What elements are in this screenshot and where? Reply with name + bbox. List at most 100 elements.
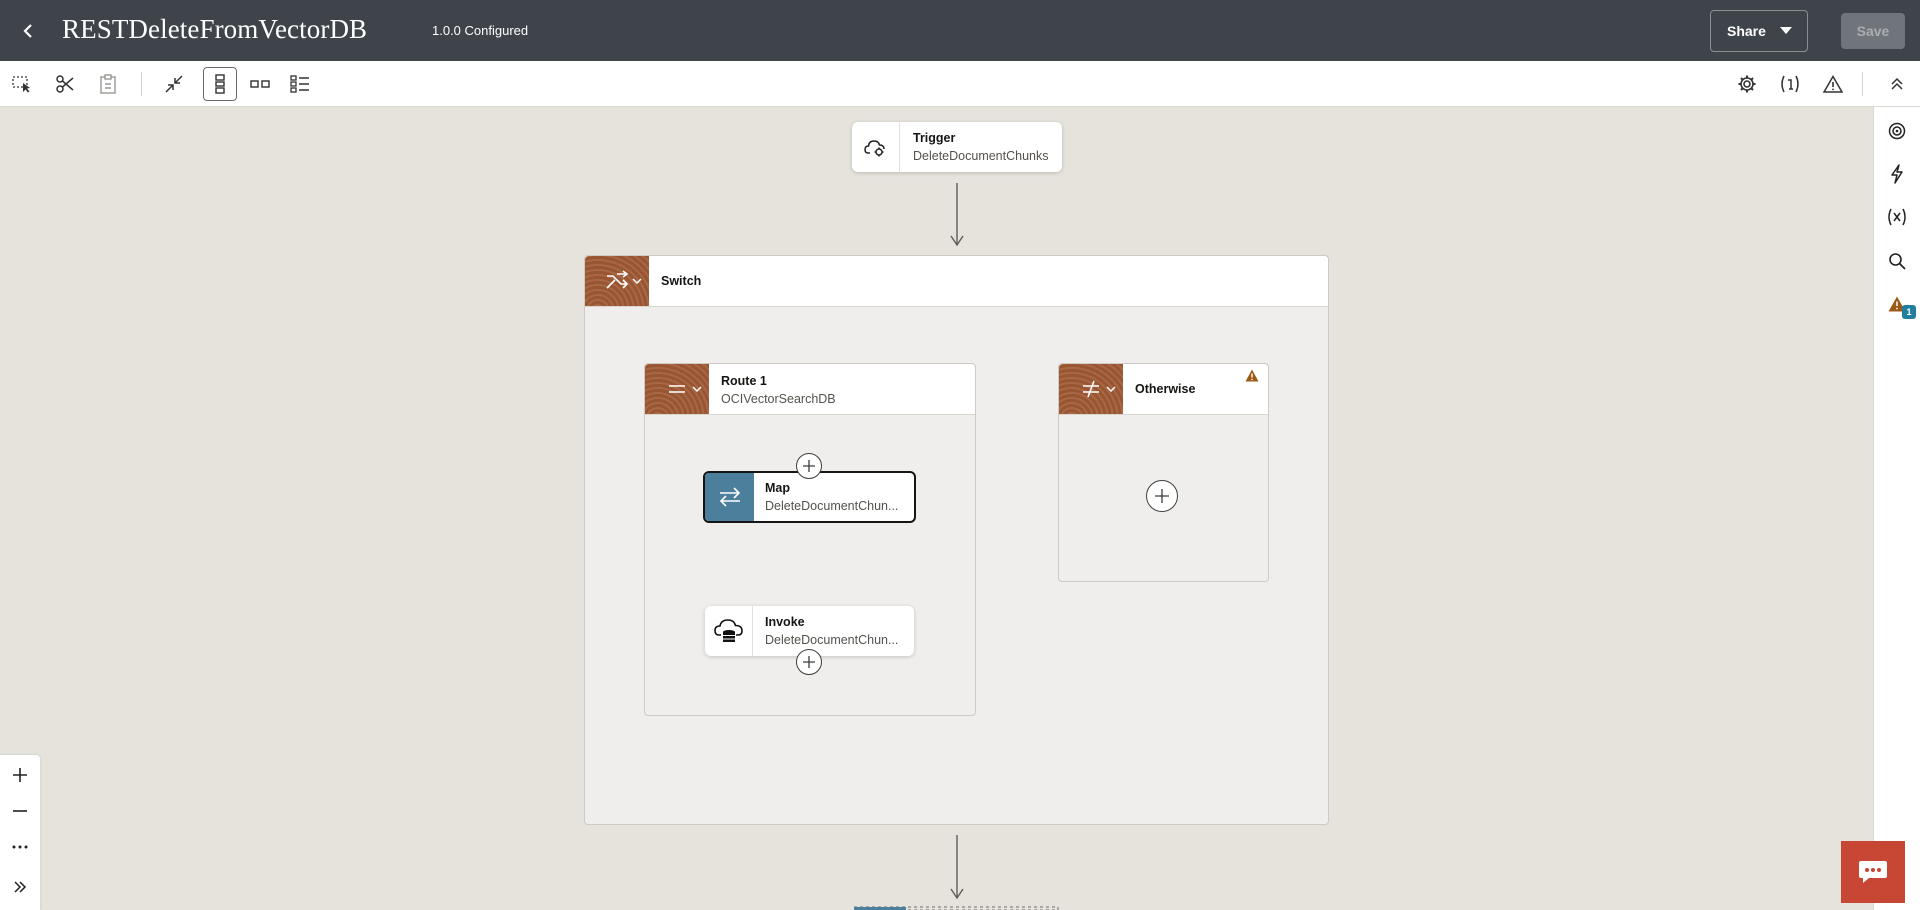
switch-menu-toggle[interactable] [629,274,645,288]
cloud-database-icon [713,619,743,642]
toolbar-divider [1862,72,1863,96]
expand-panel-button[interactable] [4,871,36,903]
otherwise-header: Otherwise [1059,364,1268,415]
trigger-title: Trigger [913,131,956,145]
errors-icon [1888,296,1906,312]
trigger-icon-cell [852,122,900,172]
otherwise-title: Otherwise [1135,382,1196,396]
version-status: 1.0.0 Configured [432,23,529,38]
double-chevron-right-icon [14,881,27,893]
vertical-layout-icon [215,74,225,94]
rail-search-button[interactable] [1880,244,1914,278]
pseudo-view-icon [290,75,309,93]
settings-button[interactable] [1730,67,1764,101]
rail-variables-button[interactable] [1880,200,1914,234]
chevron-down-icon[interactable] [636,256,637,257]
switch-icon-tile[interactable] [585,256,649,306]
target-icon [1888,122,1906,140]
zoom-in-button[interactable] [4,759,36,791]
plus-icon [803,460,815,472]
cut-button[interactable] [48,67,82,101]
collapse-header-button[interactable] [1880,67,1914,101]
route1-subtitle: OCIVectorSearchDB [721,392,836,406]
otherwise-icon-tile[interactable] [1059,364,1123,414]
switch-icon [606,270,629,289]
collapse-button[interactable] [157,67,191,101]
equals-icon [669,385,685,393]
route1-title: Route 1 [721,374,767,388]
more-icon [12,845,28,849]
route1-header: Route 1 OCIVectorSearchDB [645,364,975,415]
share-label: Share [1727,23,1766,39]
chevron-down-icon [1106,386,1116,392]
rail-errors-button[interactable]: 1 [1880,287,1916,321]
share-button[interactable]: Share [1710,10,1808,52]
zoom-out-button[interactable] [4,795,36,827]
not-equal-icon [1083,380,1099,398]
pseudo-view-button[interactable] [283,67,317,101]
map-subtitle: DeleteDocumentChun... [765,499,899,513]
plus-icon [13,768,27,782]
switch-title: Switch [661,274,702,288]
variables-button[interactable] [1773,67,1807,101]
collapse-up-icon [1891,77,1903,90]
app-header: RESTDeleteFromVectorDB 1.0.0 Configured … [0,0,1920,61]
select-icon [12,76,30,93]
add-action-button[interactable] [796,453,822,479]
otherwise-menu-toggle[interactable] [1103,382,1119,396]
error-count-badge: 1 [1902,305,1916,319]
chat-button[interactable] [1841,841,1905,903]
route1-icon-tile[interactable] [645,364,709,414]
back-button[interactable] [14,16,44,46]
lightning-icon [1891,164,1903,184]
map-arrows-icon [719,487,740,507]
right-rail: 1 [1873,107,1920,910]
map-icon-cell [705,473,754,521]
cut-icon [56,75,74,93]
plus-icon [1155,489,1169,503]
chevron-down-icon [692,386,702,392]
chevron-left-icon [23,24,32,38]
add-action-button[interactable] [1146,480,1178,512]
route1-menu-toggle[interactable] [689,382,705,396]
horizontal-layout-button[interactable] [243,67,277,101]
trigger-subtitle: DeleteDocumentChunks [913,149,1049,163]
variables-icon [1888,208,1906,226]
add-action-button[interactable] [796,649,822,675]
paste-button[interactable] [91,67,125,101]
plus-icon [803,656,815,668]
save-button[interactable]: Save [1841,13,1905,49]
canvas-toolbar [0,61,1920,107]
trigger-node[interactable]: Trigger DeleteDocumentChunks [852,122,1062,172]
cloud-trigger-icon [863,140,885,157]
warning-icon[interactable] [1245,369,1259,382]
otherwise-container[interactable]: Otherwise [1058,363,1269,582]
vertical-layout-button[interactable] [203,67,237,101]
horizontal-layout-icon [250,80,270,88]
chat-bubble-icon [1859,861,1887,883]
variables-icon [1781,75,1799,93]
map-node[interactable]: Map DeleteDocumentChun... [703,471,916,523]
settings-icon [1738,75,1756,93]
switch-header: Switch [585,256,1328,307]
integration-title: RESTDeleteFromVectorDB [62,14,368,44]
map-title: Map [765,481,790,495]
chevron-down-icon [632,278,642,284]
paste-icon [100,74,116,94]
collapse-icon [165,75,183,93]
more-options-button[interactable] [4,831,36,863]
warning-icon [1823,75,1843,93]
zoom-panel [0,755,40,910]
rail-target-button[interactable] [1880,114,1914,148]
minus-icon [13,810,27,812]
search-icon [1889,253,1906,270]
invoke-title: Invoke [765,615,805,629]
warnings-button[interactable] [1816,67,1850,101]
invoke-node[interactable]: Invoke DeleteDocumentChun... [705,606,914,656]
toolbar-divider [141,72,142,96]
select-button[interactable] [5,67,39,101]
invoke-subtitle: DeleteDocumentChun... [765,633,899,647]
caret-down-icon [1779,27,1792,34]
invoke-icon-cell [705,606,753,656]
rail-trigger-button[interactable] [1880,157,1914,191]
